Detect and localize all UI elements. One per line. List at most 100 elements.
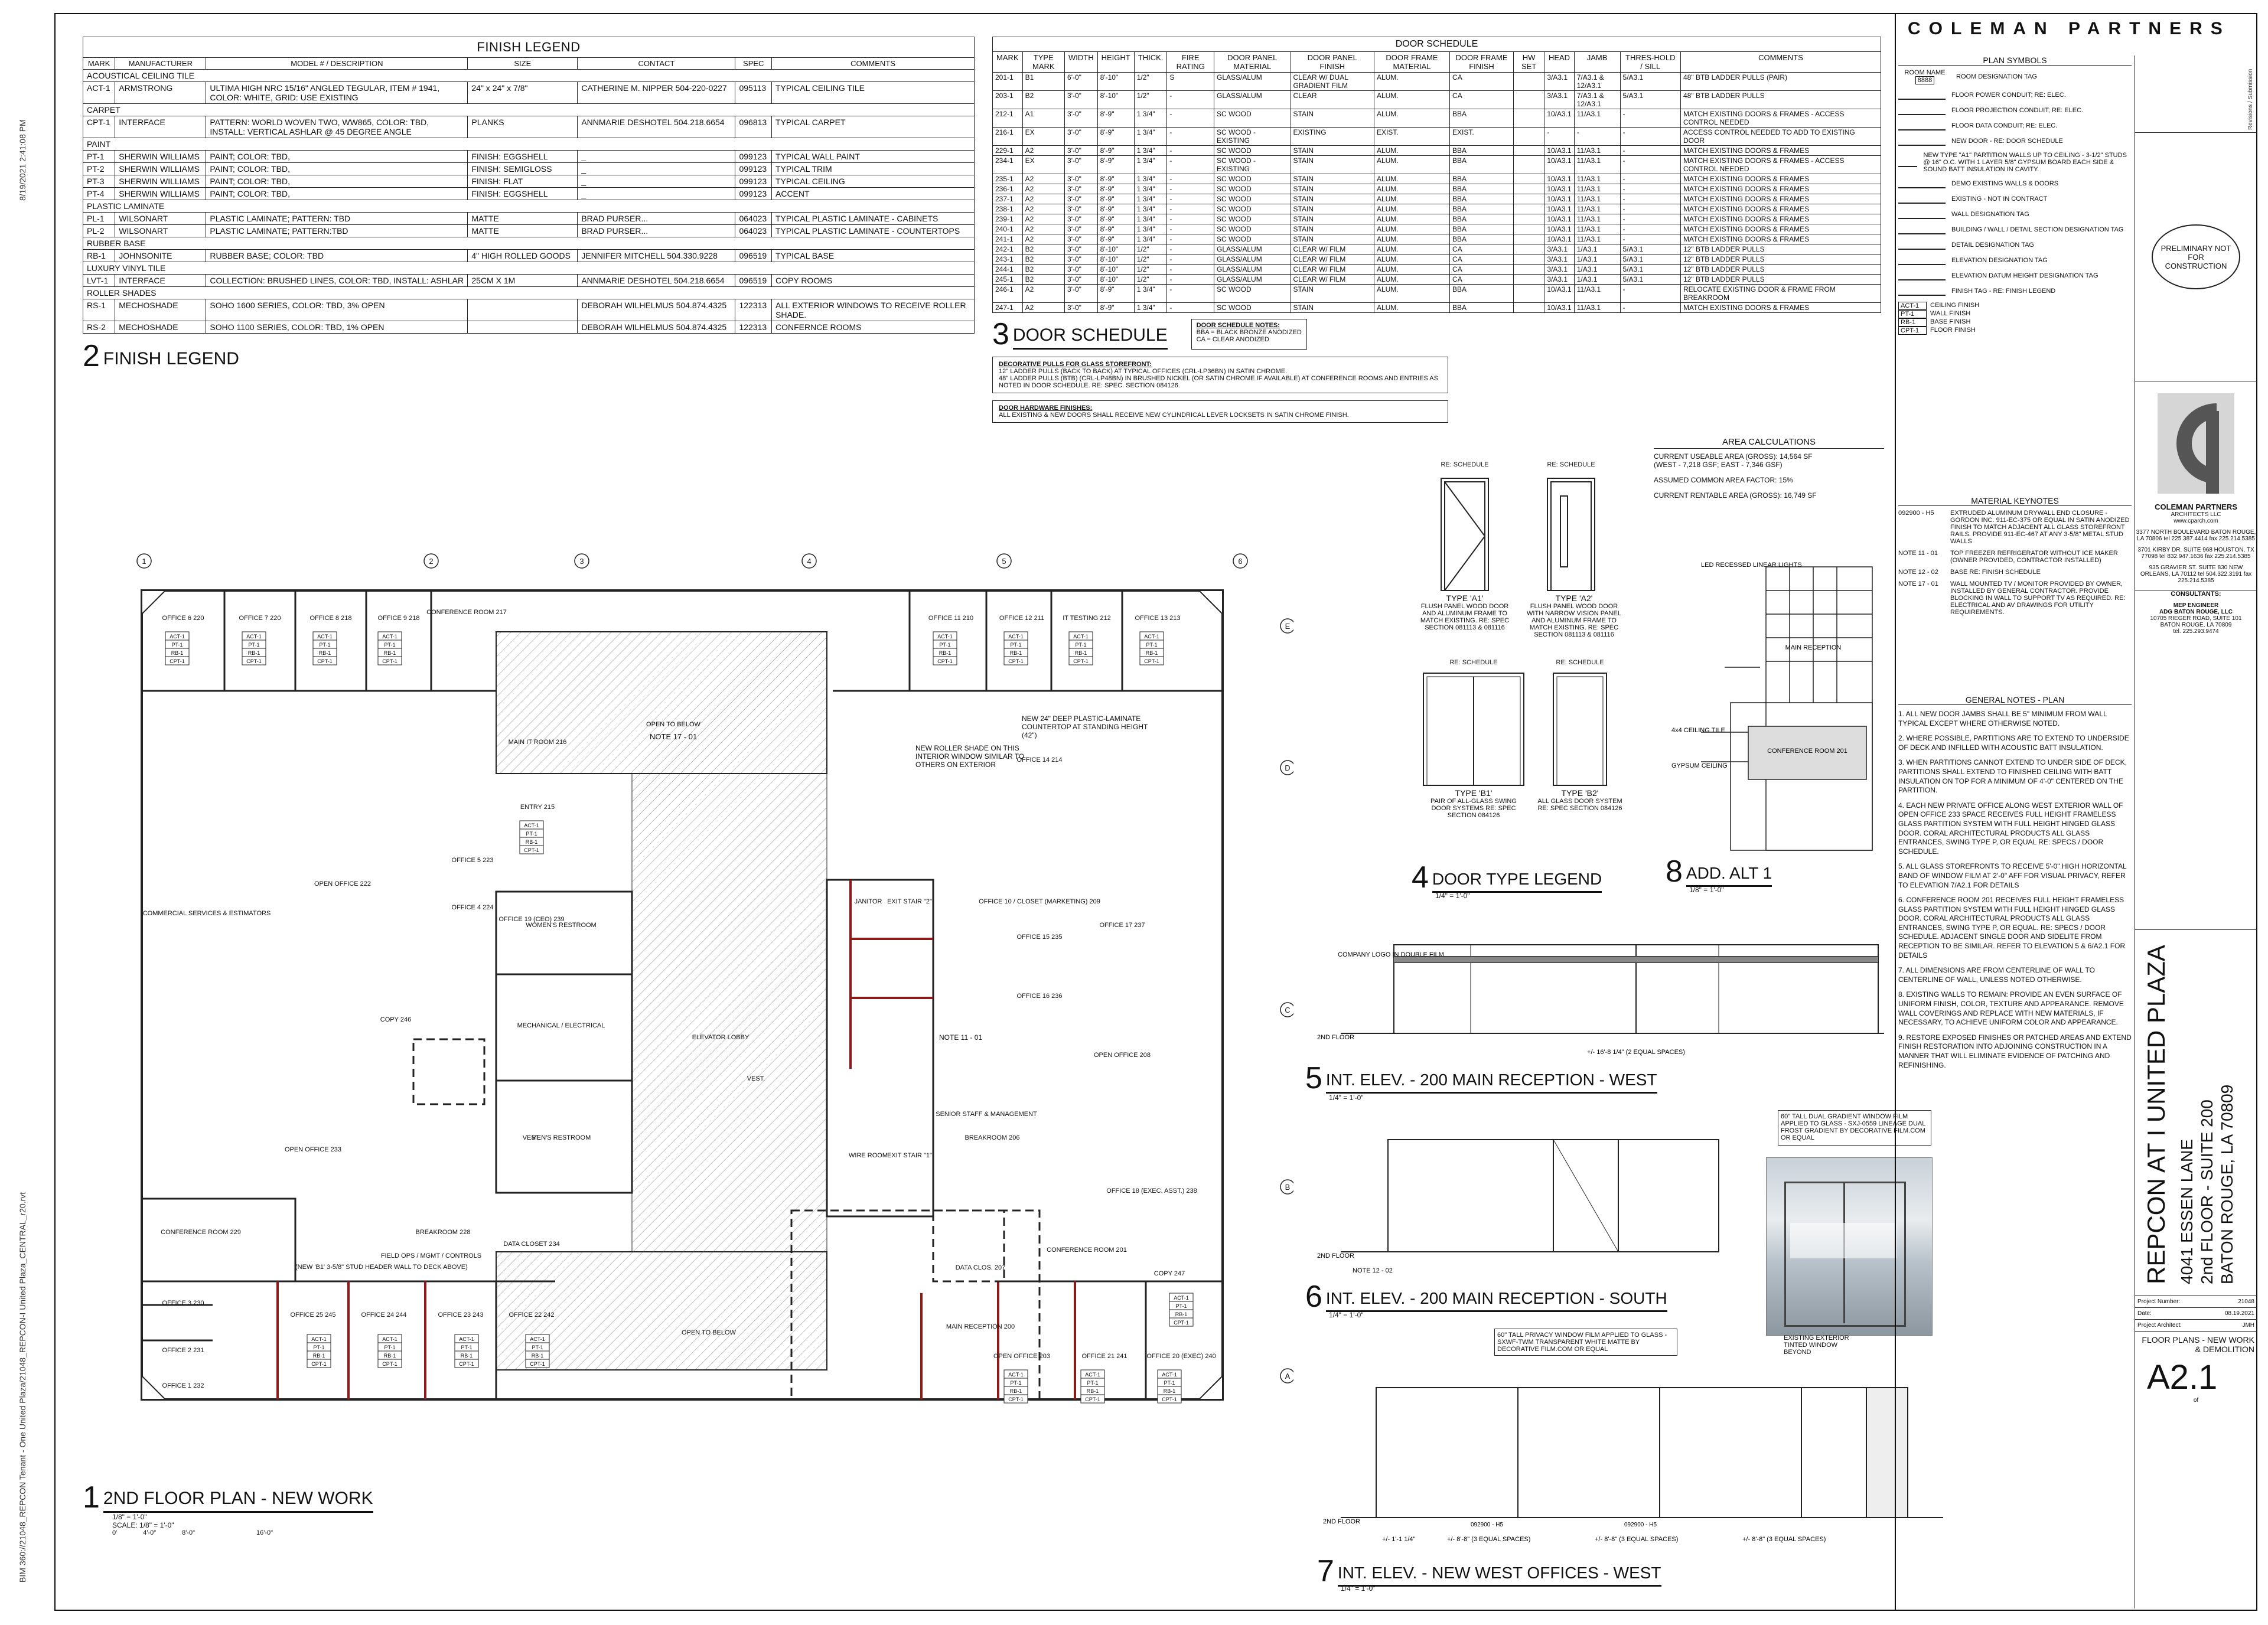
door-cell: ALUM. — [1373, 224, 1451, 234]
door-cell — [1513, 204, 1545, 214]
door-cell: 10/A3.1 — [1544, 204, 1575, 214]
finish-cell: FINISH: FLAT — [467, 175, 578, 188]
finish-tag-text: PT-1 — [532, 1345, 543, 1350]
room-label: BREAKROOM 206 — [965, 1134, 1020, 1141]
door-cell: 11/A3.1 — [1573, 194, 1621, 204]
door-cell: MATCH EXISTING DOORS & FRAMES — [1680, 214, 1881, 224]
finish-tag-box — [1157, 1394, 1182, 1404]
door-header-6: DOOR PANEL MATERIAL — [1214, 51, 1291, 73]
door-cell: - — [1166, 184, 1214, 194]
door-cell: 11/A3.1 — [1573, 234, 1621, 244]
reception-label: MAIN RECEPTION — [1785, 644, 1842, 651]
finish-tag-text: RB-1 — [1010, 650, 1022, 656]
finish-tag-text: RB-1 — [461, 1353, 473, 1359]
door-cell: 3/A3.1 — [1544, 72, 1575, 91]
project-number: 21048 — [2238, 1298, 2254, 1305]
keynote-code: 092900 - H5 — [1898, 510, 1934, 517]
door-cell: 10/A3.1 — [1544, 174, 1575, 184]
door-cell: S — [1166, 72, 1214, 91]
finish-cell: 099123 — [735, 150, 772, 163]
symbol-icon — [1898, 136, 1946, 146]
scale-bar: 0' 4'-0" 8'-0" 16'-0" — [112, 1529, 373, 1536]
door-cell: 3/A3.1 — [1544, 254, 1575, 265]
door-cell: 216-1 — [992, 127, 1023, 146]
finish-tag-text: ACT-1 — [1085, 1372, 1100, 1378]
plan-note-fridge: NOTE 11 - 01 — [939, 1033, 983, 1042]
elev7-drawing: 2ND FLOOR +/- 1'-1 1/4" +/- 8'-8" (3 EQU… — [1323, 1387, 1943, 1543]
plan-note-header: (NEW 'B1' 3-5/8" STUD HEADER WALL TO DEC… — [295, 1264, 468, 1271]
door-cell — [1513, 214, 1545, 224]
door-cell: GLASS/ALUM — [1214, 264, 1291, 275]
consultant-addr2: BATON ROUGE, LA 70809 — [2160, 622, 2232, 628]
room-label: OPEN TO BELOW — [646, 721, 701, 728]
door-cell: A2 — [1022, 224, 1065, 234]
room-label: COPY 247 — [1154, 1270, 1185, 1277]
symbol-row: NEW TYPE "A1" PARTITION WALLS UP TO CEIL… — [1898, 152, 2132, 173]
finish-tag-text: CPT-1 — [382, 658, 397, 664]
door-cell: 10/A3.1 — [1544, 224, 1575, 234]
symbol-label: ELEVATION DESIGNATION TAG — [1951, 257, 2048, 264]
scale-label: SCALE: 1/8" = 1'-0" — [112, 1521, 174, 1529]
door-cell: 10/A3.1 — [1544, 184, 1575, 194]
door-cell: MATCH EXISTING DOORS & FRAMES — [1680, 184, 1881, 194]
door-cell: 8'-10" — [1097, 244, 1135, 254]
door-cell: 243-1 — [992, 254, 1023, 265]
door-cell: 3'-0" — [1064, 274, 1098, 285]
door-cell: A1 — [1022, 109, 1065, 128]
door-header-9: DOOR FRAME FINISH — [1449, 51, 1514, 73]
door-cell: 10/A3.1 — [1544, 155, 1575, 174]
room-label: OFFICE 24 244 — [361, 1311, 406, 1319]
elev7-floor: 2ND FLOOR — [1323, 1518, 1360, 1525]
view-number: 3 — [992, 317, 1009, 351]
door-cell: 1/2" — [1133, 244, 1168, 254]
general-note: 6. CONFERENCE ROOM 201 RECEIVES FULL HEI… — [1898, 896, 2126, 960]
finish-cell: DEBORAH WILHELMUS 504.874.4325 — [577, 299, 736, 321]
consultant-tel: tel. 225.293.9474 — [2173, 628, 2219, 635]
finish-cell: 099123 — [735, 175, 772, 188]
grid-e: E — [1285, 622, 1291, 631]
elev5-view-title: 5 INT. ELEV. - 200 MAIN RECEPTION - WEST — [1305, 1063, 1657, 1094]
finish-cell: RS-1 — [82, 299, 116, 321]
door-cell: 3'-0" — [1064, 244, 1098, 254]
door-cell — [1513, 254, 1545, 265]
door-cell: 8'-9" — [1097, 184, 1135, 194]
finish-cell: PL-1 — [82, 212, 116, 225]
door-cell: 3'-0" — [1064, 302, 1098, 313]
door-cell: MATCH EXISTING DOORS & FRAMES — [1680, 234, 1881, 244]
symbol-icon — [1898, 225, 1946, 234]
door-cell: 3'-0" — [1064, 145, 1098, 156]
finish-cell: SOHO 1600 SERIES, COLOR: TBD, 3% OPEN — [206, 299, 468, 321]
office-2: 3701 KIRBY DR. SUITE 968 HOUSTON, TX 770… — [2137, 547, 2254, 560]
door-cell: 8'-9" — [1097, 127, 1135, 146]
finish-cell: TYPICAL PLASTIC LAMINATE - COUNTERTOPS — [771, 224, 975, 237]
firm-website[interactable]: www.cparch.com — [2174, 518, 2218, 524]
finish-tag-text: PT-1 — [1146, 642, 1157, 648]
door-cell: 1/2" — [1133, 274, 1168, 285]
add-alt-view-title: 8 ADD. ALT 1 — [1666, 856, 1772, 887]
door-cell: EXIST. — [1449, 127, 1514, 146]
door-cell: - — [1166, 214, 1214, 224]
door-cell: 3'-0" — [1064, 224, 1098, 234]
view-name: ADD. ALT 1 — [1686, 864, 1772, 887]
date-value: 08.19.2021 — [2224, 1310, 2254, 1317]
keynote-text: WALL MOUNTED TV / MONITOR PROVIDED BY OW… — [1950, 580, 2126, 616]
symbol-label: DEMO EXISTING WALLS & DOORS — [1951, 180, 2059, 187]
room-label: OFFICE 1 232 — [162, 1382, 204, 1389]
room-label: MAIN RECEPTION 200 — [946, 1323, 1015, 1330]
finish-cell: SHERWIN WILLIAMS — [115, 150, 207, 163]
symbol-icon — [1898, 286, 1946, 296]
door-cell: 1 3/4" — [1133, 145, 1168, 156]
ceiling-tile-label: 4x4 CEILING TILE — [1671, 727, 1725, 734]
door-cell: - — [1166, 155, 1214, 174]
door-cell: 1/2" — [1133, 90, 1168, 109]
room-label: OPEN TO BELOW — [682, 1329, 737, 1336]
door-cell: 8'-10" — [1097, 72, 1135, 91]
symbol-row: ELEVATION DATUM HEIGHT DESIGNATION TAG — [1898, 271, 2132, 280]
finish-tag-text: ACT-1 — [246, 634, 262, 639]
